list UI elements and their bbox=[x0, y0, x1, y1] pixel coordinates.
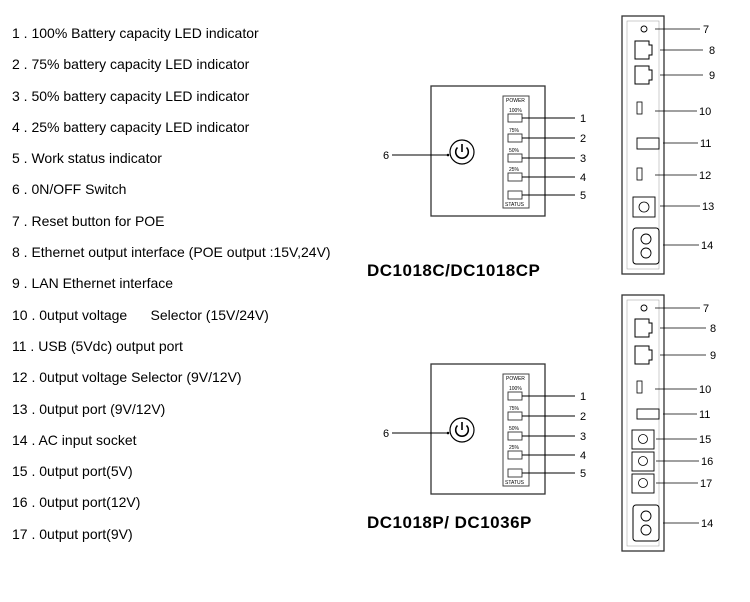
callout: 3 bbox=[580, 153, 586, 165]
callout: 7 bbox=[703, 24, 709, 36]
led-label: 100% bbox=[509, 386, 522, 392]
usb-port-icon[interactable] bbox=[636, 137, 660, 150]
usb-port-icon[interactable] bbox=[636, 408, 660, 420]
lan-port-icon[interactable] bbox=[634, 65, 653, 85]
ethernet-port-icon[interactable] bbox=[634, 40, 653, 60]
callout: 12 bbox=[699, 170, 711, 182]
callout: 5 bbox=[580, 468, 586, 480]
legend-item: 10 . 0utput voltage Selector (15V/24V) bbox=[12, 306, 269, 323]
ethernet-port-icon[interactable] bbox=[634, 318, 653, 338]
legend-item: 15 . 0utput port(5V) bbox=[12, 463, 133, 480]
led-label: 50% bbox=[509, 148, 520, 154]
reset-button-icon[interactable] bbox=[640, 304, 648, 312]
legend-item: 11 . USB (5Vdc) output port bbox=[12, 337, 183, 354]
legend-item: 12 . 0utput voltage Selector (9V/12V) bbox=[12, 369, 242, 386]
legend-item: 8 . Ethernet output interface (POE outpu… bbox=[12, 244, 331, 261]
legend-list: 1 . 100% Battery capacity LED indicator … bbox=[12, 22, 362, 554]
legend-item: 5 . Work status indicator bbox=[12, 150, 162, 167]
led-25-indicator bbox=[507, 172, 523, 182]
legend-item: 16 . 0utput port(12V) bbox=[12, 494, 141, 511]
callout: 4 bbox=[580, 450, 586, 462]
model-label-bottom: DC1018P/ DC1036P bbox=[367, 513, 532, 532]
led-label: 75% bbox=[509, 128, 520, 134]
legend-item: 3 . 50% battery capacity LED indicator bbox=[12, 87, 250, 104]
status-label: STATUS bbox=[505, 480, 525, 486]
model-label-top: DC1018C/DC1018CP bbox=[367, 261, 540, 280]
legend-item: 1 . 100% Battery capacity LED indicator bbox=[12, 25, 259, 41]
callout: 16 bbox=[701, 456, 713, 468]
callout: 7 bbox=[703, 303, 709, 315]
callout: 1 bbox=[580, 391, 586, 403]
callout: 15 bbox=[699, 434, 711, 446]
ac-socket-icon[interactable] bbox=[632, 227, 660, 265]
ac-socket-icon[interactable] bbox=[632, 504, 660, 542]
led-100-indicator bbox=[507, 391, 523, 401]
power-label: POWER bbox=[506, 98, 525, 104]
led-100-indicator bbox=[507, 113, 523, 123]
callout: 6 bbox=[383, 428, 389, 440]
legend-item: 7 . Reset button for POE bbox=[12, 212, 165, 229]
callout: 17 bbox=[700, 478, 712, 490]
voltage-selector-icon[interactable] bbox=[636, 167, 643, 181]
legend-item: 17 . 0utput port(9V) bbox=[12, 525, 133, 542]
legend-item: 6 . 0N/OFF Switch bbox=[12, 181, 127, 198]
led-75-indicator bbox=[507, 133, 523, 143]
legend-item: 13 . 0utput port (9V/12V) bbox=[12, 400, 166, 417]
legend-item: 2 . 75% battery capacity LED indicator bbox=[12, 56, 250, 73]
callout: 6 bbox=[383, 150, 389, 162]
status-label: STATUS bbox=[505, 202, 525, 208]
callout: 10 bbox=[699, 384, 711, 396]
callout: 1 bbox=[580, 113, 586, 125]
legend-item: 4 . 25% battery capacity LED indicator bbox=[12, 118, 250, 135]
reset-button-icon[interactable] bbox=[640, 25, 648, 33]
callout: 14 bbox=[701, 240, 713, 252]
callout: 2 bbox=[580, 133, 586, 145]
led-label: 100% bbox=[509, 108, 522, 114]
led-75-indicator bbox=[507, 411, 523, 421]
callout: 9 bbox=[709, 70, 715, 82]
output-9v-port-icon[interactable] bbox=[631, 473, 655, 494]
led-label: 25% bbox=[509, 167, 520, 173]
front-panel-bottom: POWER 100% 75% 50% 25% STATUS 1 2 3 4 5 … bbox=[383, 363, 586, 495]
led-50-indicator bbox=[507, 431, 523, 441]
power-label: POWER bbox=[506, 376, 525, 382]
callout: 2 bbox=[580, 411, 586, 423]
output-12v-port-icon[interactable] bbox=[631, 451, 655, 472]
side-panel-top: 7 8 9 10 11 12 13 14 bbox=[621, 15, 715, 275]
side-panel-bottom: 7 8 9 10 11 15 16 17 14 bbox=[621, 294, 716, 552]
callout: 5 bbox=[580, 190, 586, 202]
callout: 13 bbox=[702, 201, 714, 213]
callout: 3 bbox=[580, 431, 586, 443]
callout: 10 bbox=[699, 106, 711, 118]
callout: 8 bbox=[710, 323, 716, 335]
callout: 11 bbox=[699, 409, 710, 421]
front-panel-top: POWER 100% 75% 50% 25% STATUS 1 2 3 4 5 … bbox=[383, 85, 586, 217]
callout: 14 bbox=[701, 518, 713, 530]
led-50-indicator bbox=[507, 153, 523, 163]
callout: 9 bbox=[710, 350, 716, 362]
output-5v-port-icon[interactable] bbox=[631, 429, 655, 450]
voltage-selector-icon[interactable] bbox=[636, 101, 643, 115]
led-25-indicator bbox=[507, 450, 523, 460]
callout: 8 bbox=[709, 45, 715, 57]
dc-output-port-icon[interactable] bbox=[632, 196, 656, 218]
callout: 4 bbox=[580, 172, 586, 184]
led-label: 75% bbox=[509, 406, 520, 412]
voltage-selector-icon[interactable] bbox=[636, 380, 643, 394]
status-indicator bbox=[507, 468, 523, 478]
lan-port-icon[interactable] bbox=[634, 345, 653, 365]
led-label: 50% bbox=[509, 426, 520, 432]
legend-item: 14 . AC input socket bbox=[12, 431, 137, 448]
legend-item: 9 . LAN Ethernet interface bbox=[12, 275, 174, 292]
status-indicator bbox=[507, 190, 523, 200]
callout: 11 bbox=[700, 138, 711, 150]
led-label: 25% bbox=[509, 445, 520, 451]
